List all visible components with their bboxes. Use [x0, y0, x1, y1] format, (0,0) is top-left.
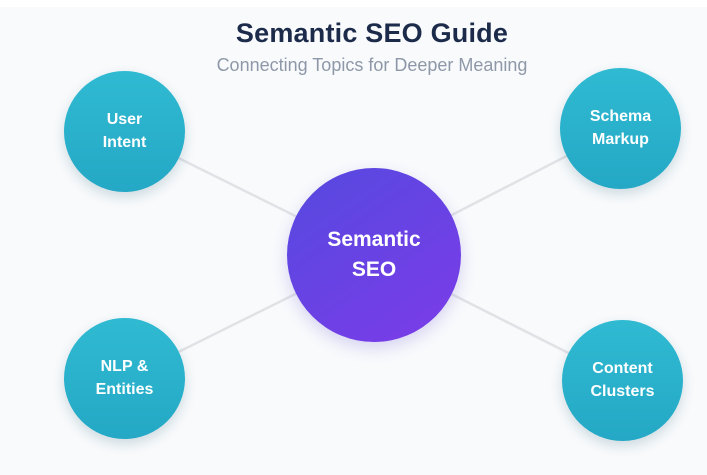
node-label: User Intent [102, 111, 147, 151]
center-node-semantic-seo: Semantic SEO [287, 168, 461, 342]
page-title: Semantic SEO Guide [235, 18, 509, 48]
node-schema-markup: Schema Markup [560, 68, 681, 189]
node-label: NLP & Entities [95, 358, 154, 398]
node-nlp-entities: NLP & Entities [64, 318, 185, 439]
center-node-label: Semantic SEO [327, 227, 421, 281]
node-label: Content Clusters [590, 360, 655, 400]
node-user-intent: User Intent [64, 71, 185, 192]
page-subtitle: Connecting Topics for Deeper Meaning [216, 55, 528, 75]
node-label: Schema Markup [589, 108, 652, 148]
header: Semantic SEO Guide Connecting Topics for… [37, 18, 707, 76]
node-content-clusters: Content Clusters [562, 320, 683, 441]
